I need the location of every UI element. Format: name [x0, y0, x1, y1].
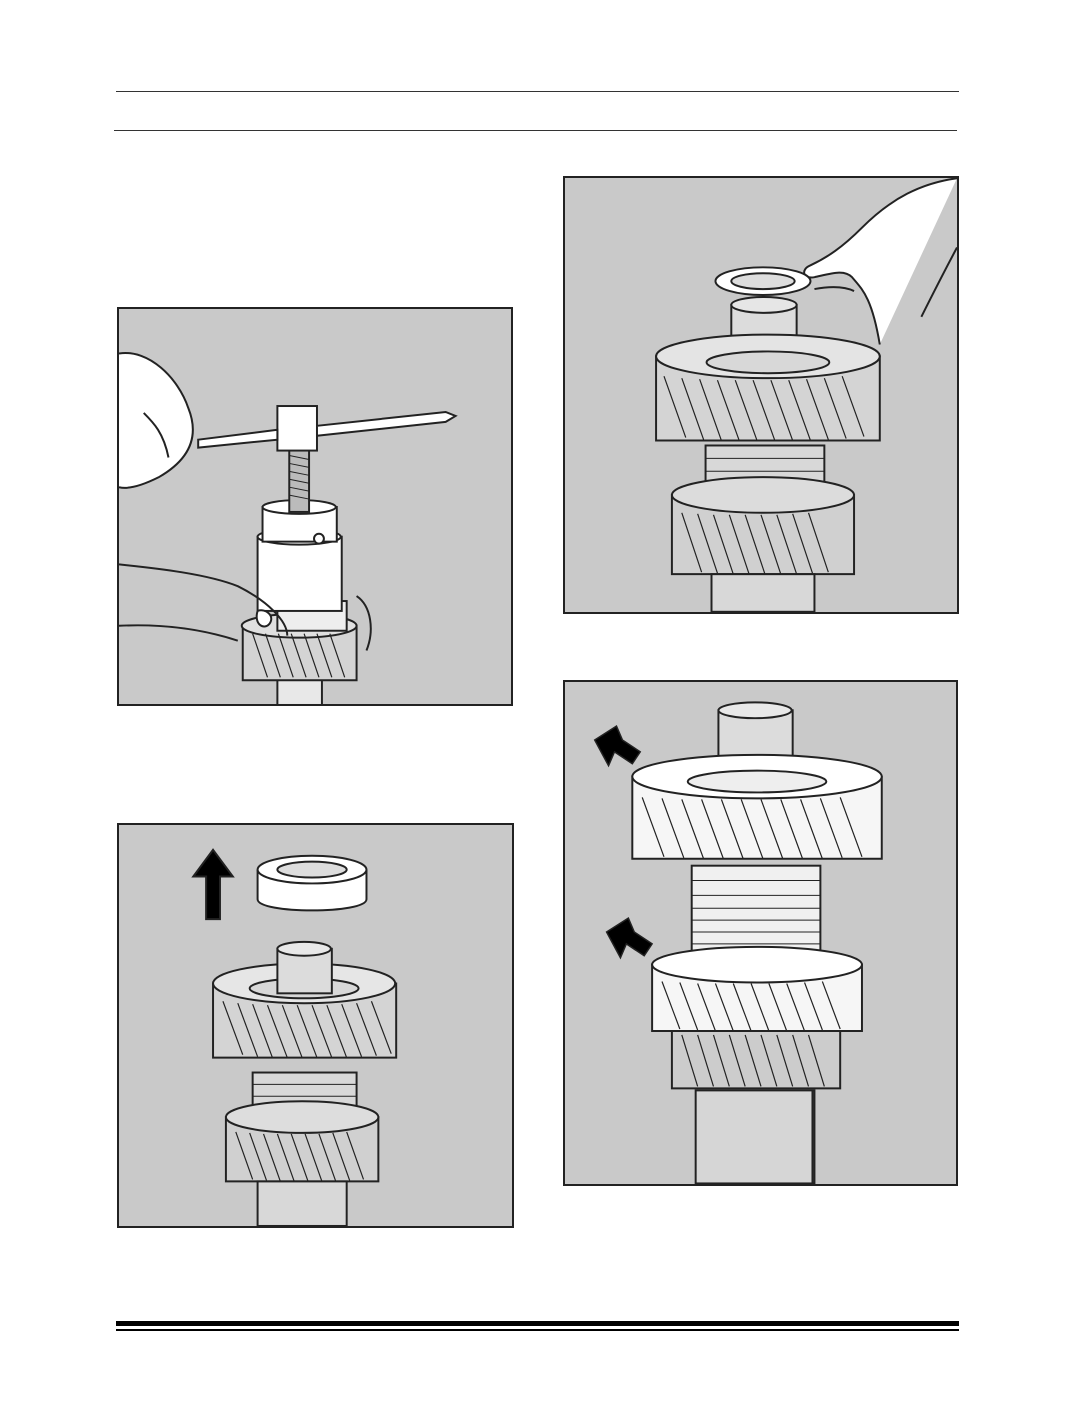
gear-pair-arrows-illustration [593, 701, 883, 1184]
figure-thrust-washer-placed [563, 176, 959, 614]
bearing-puller-illustration [119, 352, 458, 704]
header-rule-bottom [114, 130, 957, 131]
header-rule-top [116, 91, 959, 92]
bearing-removal-up-arrow-illustration [191, 848, 398, 1226]
figure-bearing-lifted-off [117, 823, 514, 1228]
footer-rule-thick [116, 1321, 959, 1326]
figure-gears-indicated [563, 680, 958, 1186]
figure-puller-removing-gear [117, 307, 513, 706]
washer-install-hand-illustration [655, 178, 957, 612]
footer-rule-thin [116, 1329, 959, 1331]
